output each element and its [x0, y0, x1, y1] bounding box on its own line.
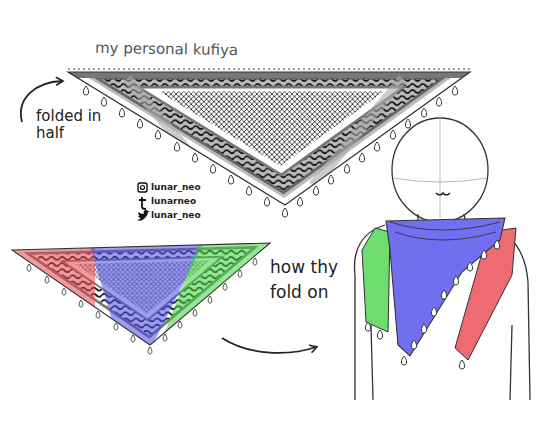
note-text: folded in half	[36, 108, 108, 143]
social-handle: lunar_neo	[151, 210, 231, 221]
title: my personal kufiya	[95, 39, 238, 59]
social-handle: lunarneo	[151, 196, 231, 207]
social-handle: lunar_neo	[151, 182, 231, 193]
note-text: how thy fold on	[270, 255, 354, 304]
